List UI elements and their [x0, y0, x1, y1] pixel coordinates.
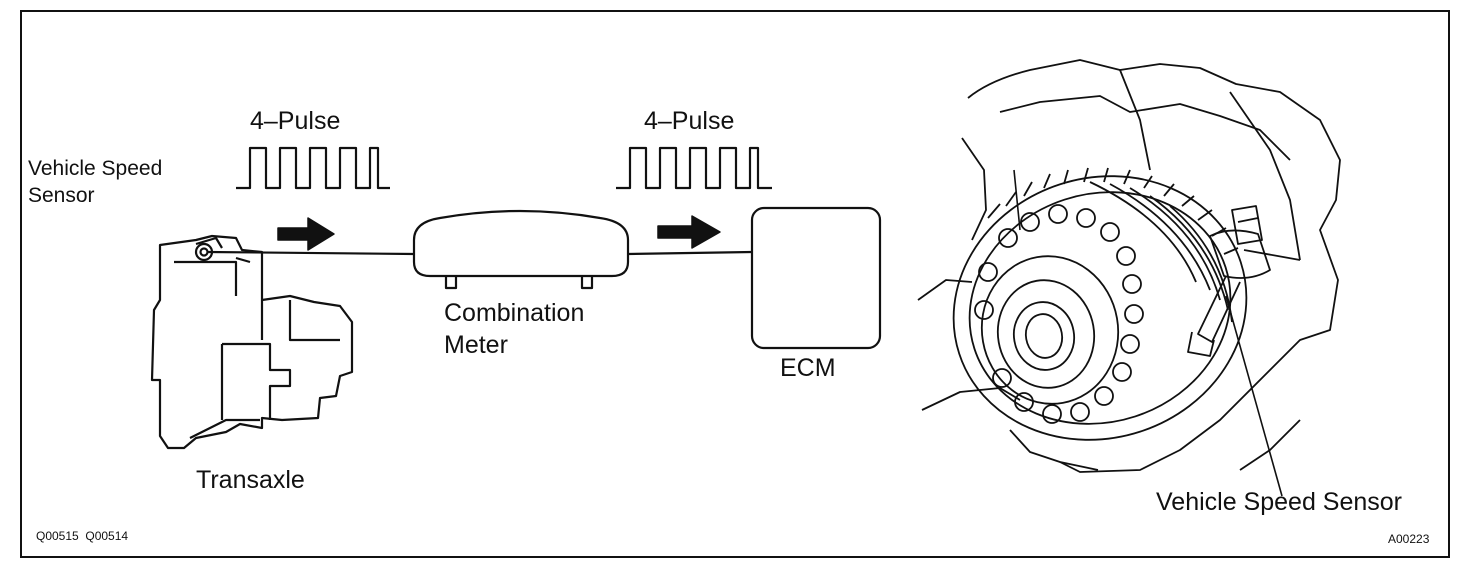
pulse-waveform-right [616, 146, 772, 190]
figure-code-right: A00223 [1388, 532, 1430, 546]
ring-gear-bolts [974, 204, 1144, 424]
engine-illustration [917, 59, 1341, 473]
diagram-frame [20, 10, 1450, 558]
ring-gear [952, 167, 1248, 441]
transaxle-label: Transaxle [196, 466, 305, 494]
vss-right-label: Vehicle Speed Sensor [1156, 488, 1403, 516]
leader-line-gear [1013, 169, 1021, 231]
differential-case [980, 255, 1120, 405]
speed-sensor-illustration [1187, 205, 1301, 357]
figure-code-left: Q00515 Q00514 [36, 529, 129, 543]
arrow-right-1 [277, 217, 335, 251]
combination-meter [412, 209, 630, 278]
pulse-waveform-left [236, 146, 390, 190]
wire-sensor-to-meter [207, 250, 415, 256]
combination-meter-label-line2: Meter [444, 331, 508, 359]
pulse-label-right: 4–Pulse [644, 107, 735, 135]
transaxle-housing [150, 234, 354, 450]
ecm-box [750, 206, 882, 350]
ecm-label: ECM [780, 354, 836, 382]
vss-left-label-line2: Sensor [28, 184, 95, 207]
wire-meter-to-ecm [627, 250, 753, 256]
leader-line-sensor [1225, 295, 1283, 497]
combination-meter-label-line1: Combination [444, 299, 585, 327]
arrow-right-2 [657, 215, 721, 249]
vss-left-label-line1: Vehicle Speed [28, 157, 163, 180]
pulse-label-left: 4–Pulse [250, 107, 341, 135]
